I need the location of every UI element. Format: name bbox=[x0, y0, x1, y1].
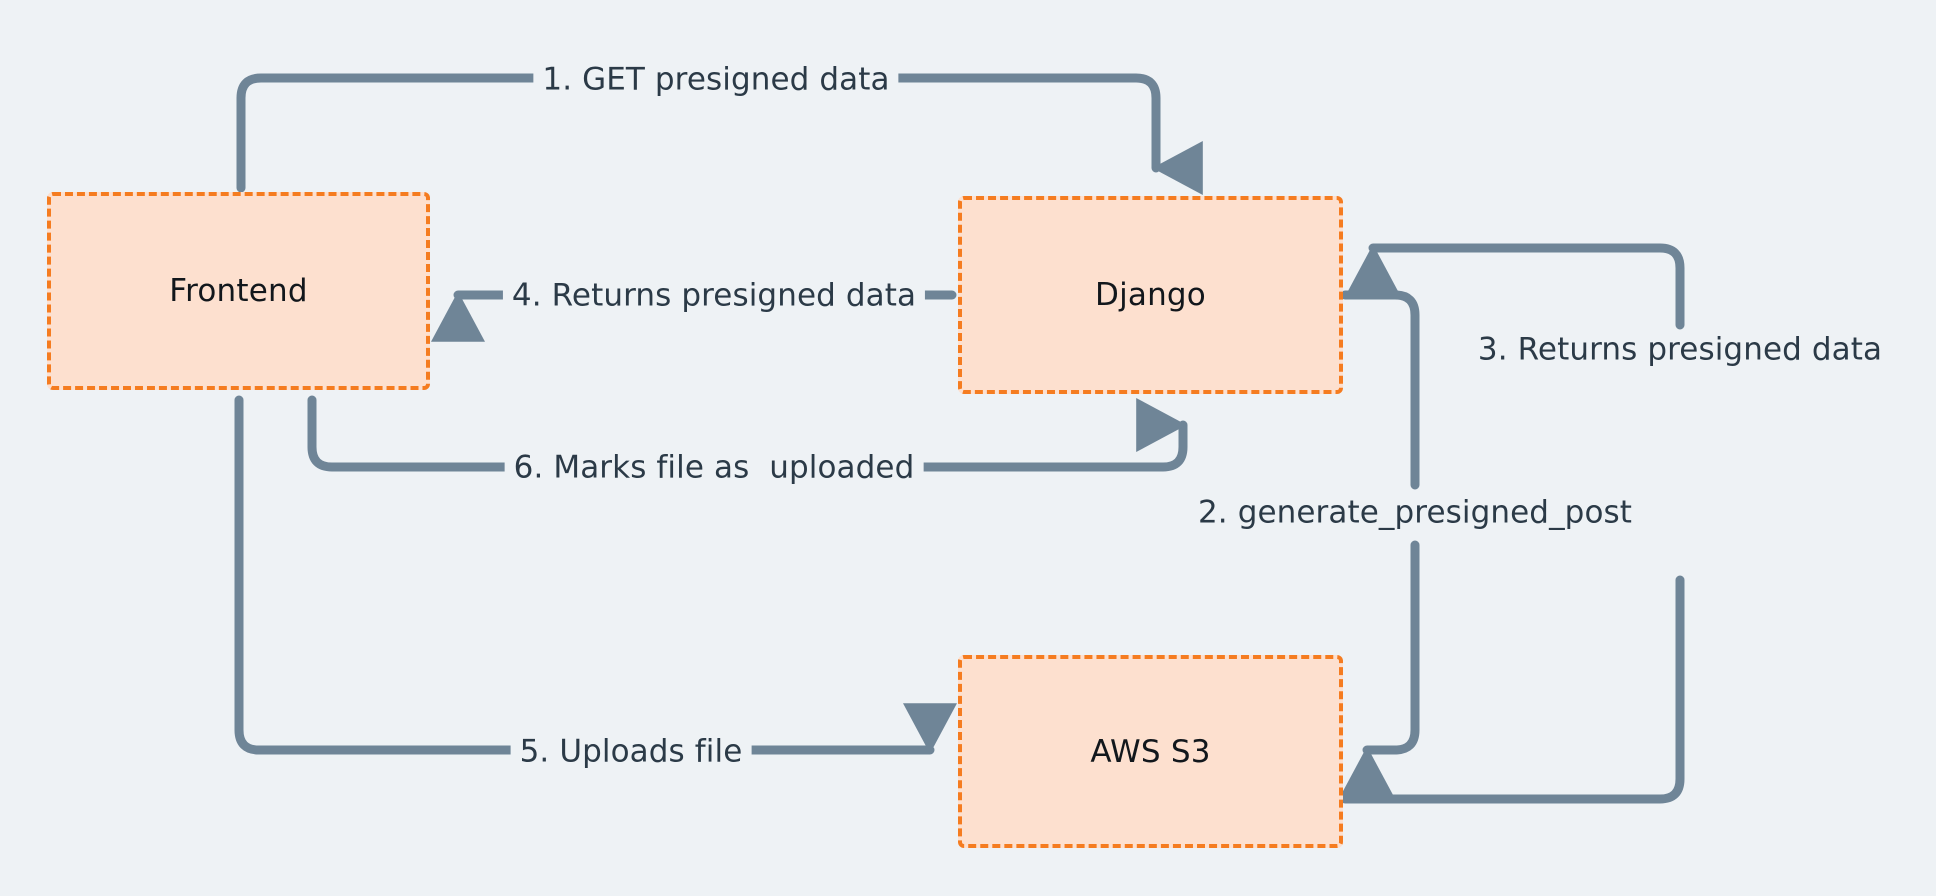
node-frontend-label: Frontend bbox=[169, 273, 308, 309]
edge-label-6: 6. Marks file as uploaded bbox=[504, 449, 924, 487]
edge-2-path-upper bbox=[1340, 290, 1420, 490]
edge-label-3: 3. Returns presigned data bbox=[1468, 331, 1892, 369]
edge-label-1: 1. GET presigned data bbox=[533, 61, 899, 99]
edge-label-2: 2. generate_presigned_post bbox=[1188, 494, 1642, 532]
node-aws-s3-label: AWS S3 bbox=[1090, 733, 1211, 770]
edge-3-path-lower bbox=[1340, 575, 1685, 804]
node-django-label: Django bbox=[1095, 277, 1206, 313]
edge-3-path-upper bbox=[1346, 243, 1685, 330]
node-frontend[interactable]: Frontend bbox=[47, 192, 430, 390]
edge-label-4: 4. Returns presigned data bbox=[502, 277, 926, 315]
node-django[interactable]: Django bbox=[958, 196, 1343, 394]
edge-label-5: 5. Uploads file bbox=[510, 733, 752, 771]
node-aws-s3[interactable]: AWS S3 bbox=[958, 655, 1343, 848]
edge-5-path bbox=[234, 395, 957, 755]
edge-2-path-lower bbox=[1340, 540, 1420, 797]
